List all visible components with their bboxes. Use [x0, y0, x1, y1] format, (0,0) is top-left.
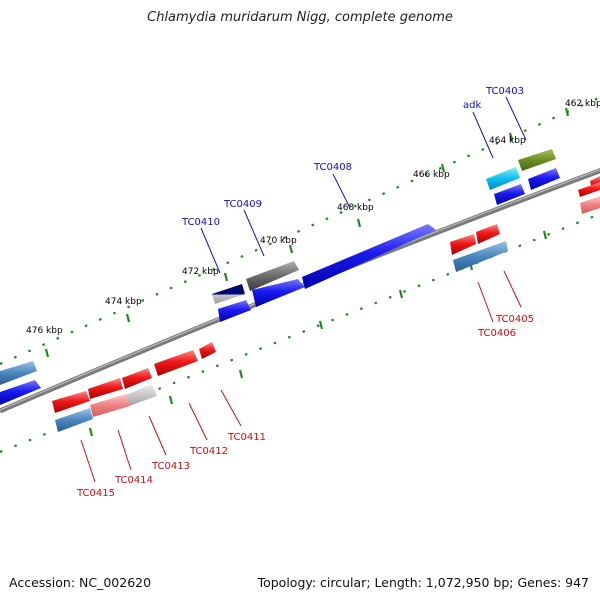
- forward-label-leaders: [200, 96, 527, 274]
- reverse-label-leaders: [80, 270, 522, 483]
- accession-text: Accession: NC_002620: [9, 575, 152, 590]
- gene-tc0403[interactable]: [518, 149, 556, 171]
- gene-tc0413-red[interactable]: [122, 368, 152, 389]
- genome-title: Chlamydia muridarum Nigg, complete genom…: [147, 10, 453, 25]
- gene-label-tc0415[interactable]: TC0415: [76, 488, 115, 499]
- gene-label-tc0414[interactable]: TC0414: [114, 475, 153, 486]
- gene-right-red-2[interactable]: [578, 182, 600, 197]
- gene-tc0414-pink[interactable]: [90, 394, 130, 417]
- gene-label-tc0405[interactable]: TC0405: [495, 314, 534, 325]
- gene-tc0406[interactable]: [450, 234, 476, 255]
- genome-stats-text: Topology: circular; Length: 1,072,950 bp…: [257, 575, 589, 590]
- gene-adk-blue[interactable]: [494, 184, 525, 205]
- gene-tc0415-steel[interactable]: [55, 408, 93, 432]
- gene-tc0405-steel[interactable]: [453, 241, 508, 272]
- tick-label-462: 462 kbp: [565, 99, 600, 109]
- gene-right-pink[interactable]: [580, 196, 600, 214]
- gene-tc0409[interactable]: [252, 279, 304, 307]
- gene-tc0405[interactable]: [476, 224, 500, 244]
- gene-label-tc0406[interactable]: TC0406: [477, 328, 516, 339]
- gene-tc0413-grey[interactable]: [126, 384, 157, 406]
- gene-label-adk[interactable]: adk: [463, 100, 481, 111]
- tick-label-466: 466 kbp: [413, 170, 450, 180]
- tick-label-474: 474 kbp: [105, 297, 142, 307]
- gene-label-tc0413[interactable]: TC0413: [151, 461, 190, 472]
- gene-tc0409-grey[interactable]: [246, 261, 299, 291]
- gene-tc0408[interactable]: [302, 224, 436, 289]
- tick-label-472: 472 kbp: [182, 267, 219, 277]
- gene-label-tc0409[interactable]: TC0409: [223, 199, 262, 210]
- gene-tc0403-blue[interactable]: [528, 168, 560, 190]
- tick-label-464: 464 kbp: [489, 136, 526, 146]
- gene-tc0411[interactable]: [199, 342, 216, 359]
- gene-tc0414-red[interactable]: [88, 378, 123, 399]
- gene-label-tc0410[interactable]: TC0410: [181, 217, 220, 228]
- forward-genes: [0, 149, 560, 405]
- gene-label-tc0412[interactable]: TC0412: [189, 446, 228, 457]
- gene-tc0410-blue[interactable]: [218, 300, 251, 322]
- gene-adk[interactable]: [486, 167, 520, 190]
- gene-left-steel[interactable]: [0, 361, 37, 385]
- gene-tc0415-red[interactable]: [52, 391, 90, 413]
- tick-label-476: 476 kbp: [26, 326, 63, 336]
- gene-label-tc0408[interactable]: TC0408: [313, 162, 352, 173]
- reverse-genes: [52, 176, 600, 432]
- gene-tc0412[interactable]: [154, 350, 198, 376]
- tick-label-468: 468 kbp: [337, 203, 374, 213]
- gene-left-blue[interactable]: [0, 380, 41, 405]
- gene-tc0410[interactable]: [212, 284, 245, 304]
- gene-label-tc0411[interactable]: TC0411: [227, 432, 266, 443]
- gene-label-tc0403[interactable]: TC0403: [485, 86, 524, 97]
- major-ticks: [44, 107, 570, 437]
- tick-label-470: 470 kbp: [260, 236, 297, 246]
